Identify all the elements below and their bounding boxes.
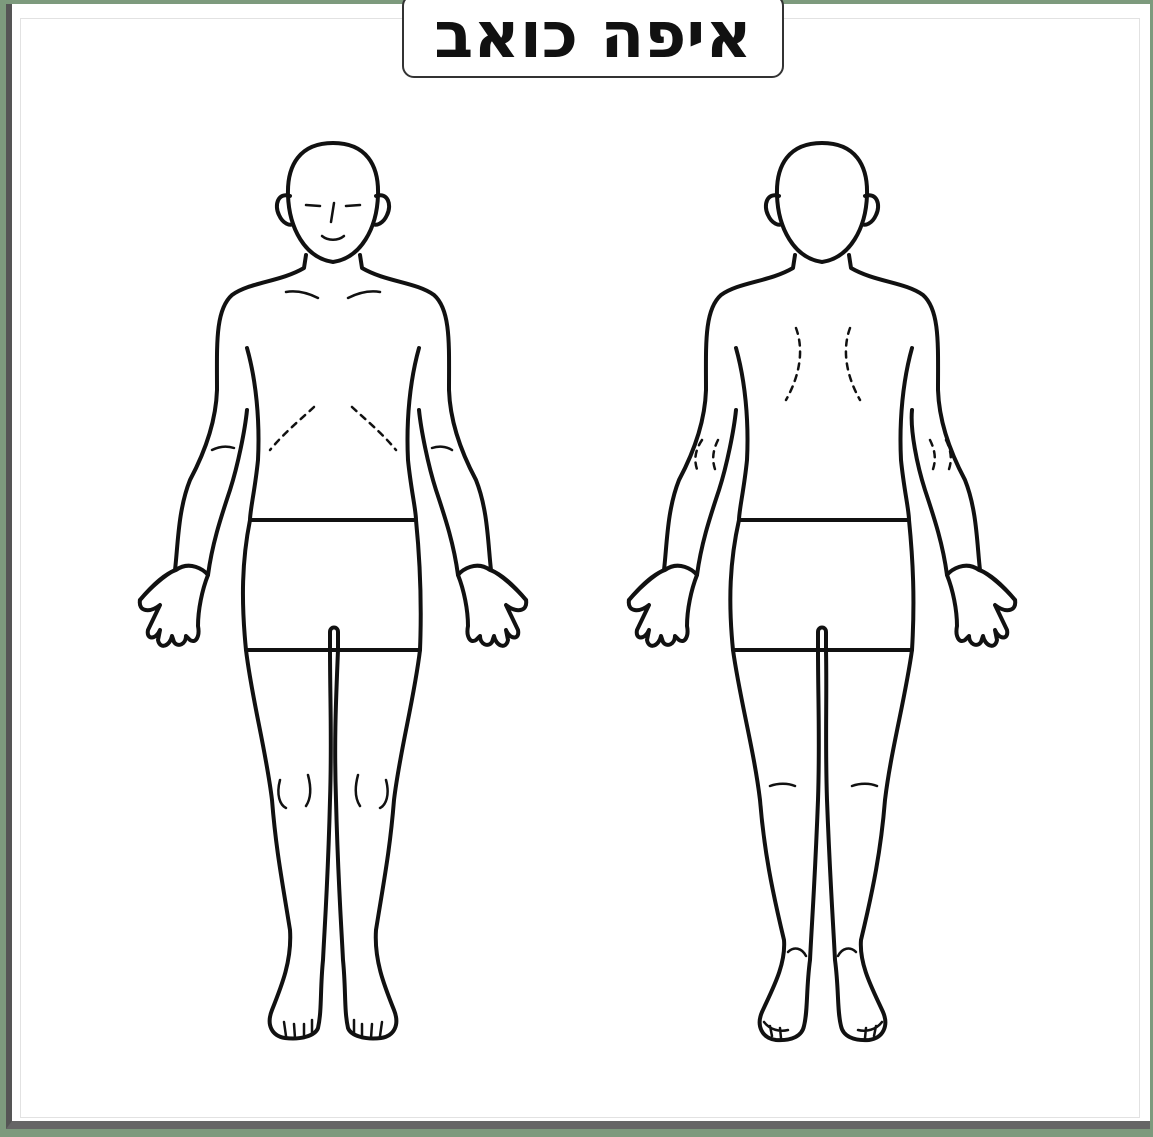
front-right-inner-arm bbox=[419, 410, 458, 575]
back-torso-right bbox=[849, 255, 1015, 600]
back-right-elbow bbox=[930, 440, 951, 472]
back-left-leg bbox=[733, 650, 819, 1040]
front-left-ribs bbox=[270, 407, 314, 450]
front-left-hand bbox=[140, 566, 208, 646]
back-head bbox=[777, 143, 867, 262]
back-right-side bbox=[900, 348, 912, 520]
front-right-side bbox=[407, 348, 419, 520]
front-left-leg bbox=[246, 650, 331, 1039]
back-shorts bbox=[730, 520, 913, 650]
front-body-figure[interactable] bbox=[140, 143, 526, 1039]
front-torso-right bbox=[360, 255, 526, 600]
front-crotch bbox=[330, 628, 338, 651]
front-right-elbow bbox=[432, 447, 452, 450]
back-left-side bbox=[736, 348, 748, 520]
front-left-inner-arm bbox=[208, 410, 247, 575]
back-crotch bbox=[818, 628, 826, 651]
back-right-hand bbox=[947, 566, 1015, 646]
back-right-knee bbox=[852, 784, 877, 786]
front-torso-left bbox=[140, 255, 306, 600]
front-right-ribs bbox=[352, 407, 396, 450]
front-left-elbow bbox=[212, 447, 234, 450]
back-left-hand bbox=[629, 566, 697, 646]
front-left-knee bbox=[278, 775, 310, 808]
back-torso-left bbox=[629, 255, 795, 600]
back-right-leg bbox=[826, 650, 912, 1040]
back-left-knee bbox=[770, 784, 795, 786]
front-mouth bbox=[322, 236, 344, 240]
front-left-side bbox=[247, 348, 259, 520]
front-left-eye bbox=[306, 205, 320, 206]
front-nose bbox=[331, 203, 334, 222]
back-left-elbow bbox=[695, 440, 718, 472]
front-right-hand bbox=[458, 566, 526, 646]
front-right-knee bbox=[356, 775, 388, 808]
front-right-collar bbox=[348, 291, 380, 298]
back-right-blade bbox=[846, 328, 860, 400]
back-body-figure[interactable] bbox=[629, 143, 1015, 1040]
back-left-heel bbox=[788, 949, 806, 956]
back-left-inner-arm bbox=[697, 410, 736, 575]
front-left-collar bbox=[286, 291, 318, 298]
back-left-blade bbox=[786, 328, 800, 400]
front-right-leg bbox=[335, 650, 420, 1039]
back-right-heel bbox=[838, 949, 856, 956]
back-right-inner-arm bbox=[912, 410, 947, 575]
front-right-eye bbox=[346, 205, 360, 206]
